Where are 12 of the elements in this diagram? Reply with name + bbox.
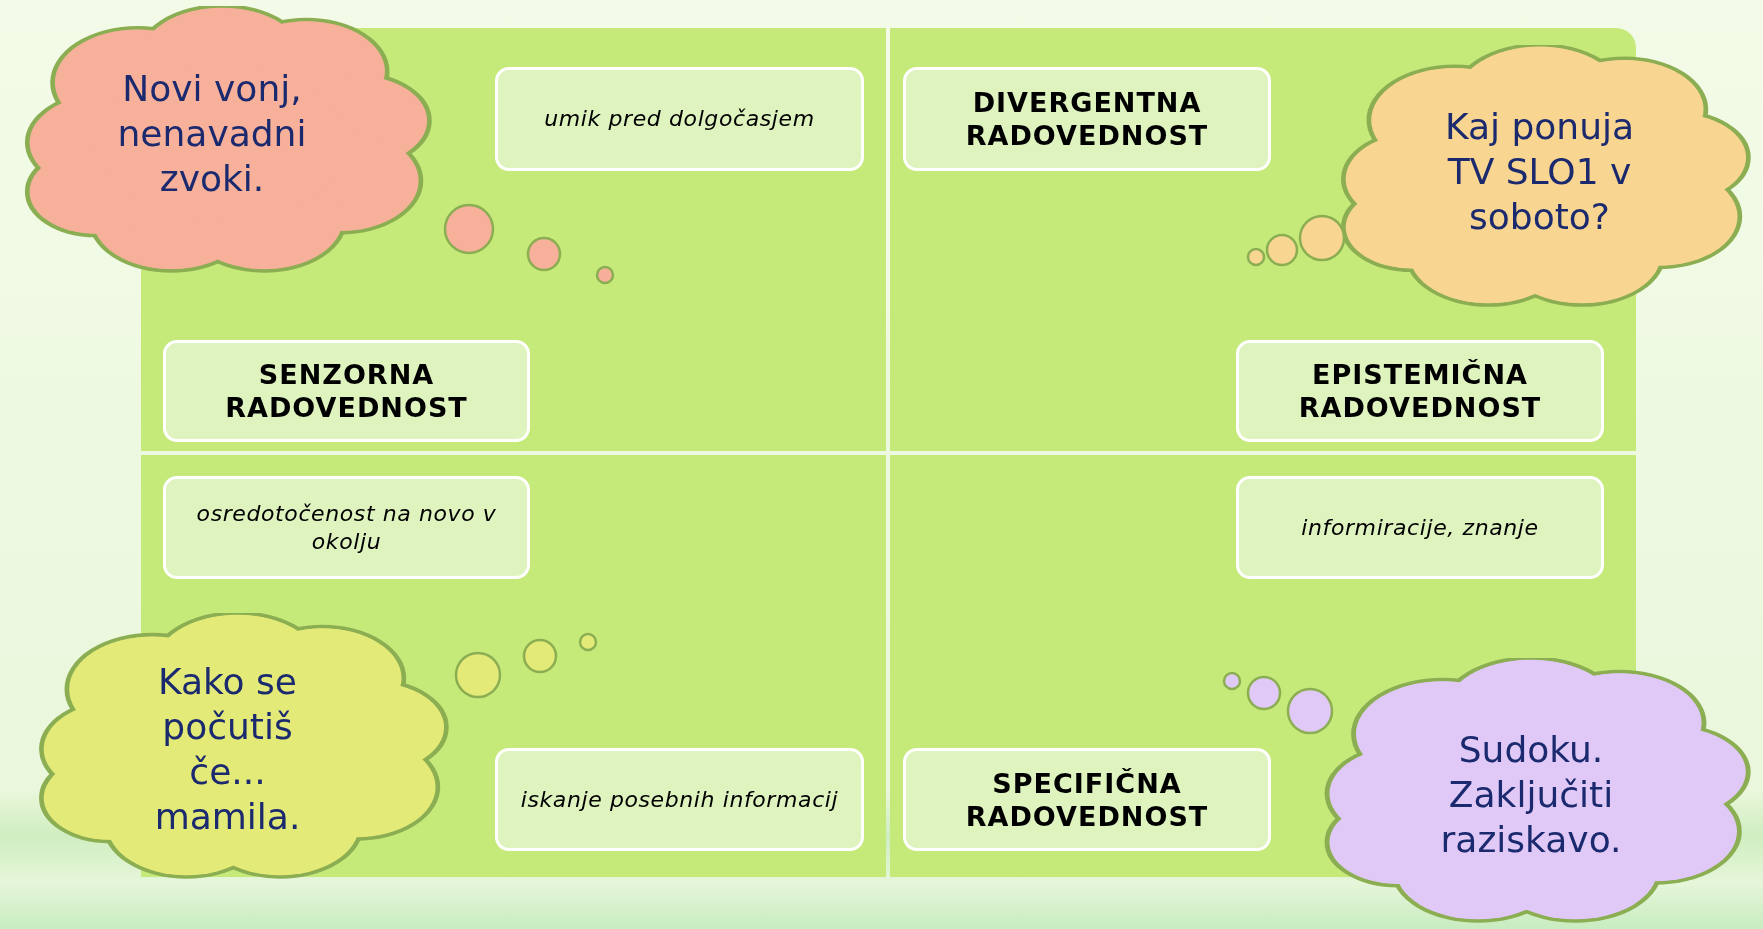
cloud-text: Sudoku. Zaključiti raziskavo.	[1439, 727, 1623, 861]
cloud-text: Novi vonj, nenavadni zvoki.	[116, 66, 308, 200]
description-card: informiracije, znanje	[1236, 476, 1604, 579]
category-card: DIVERGENTNA RADOVEDNOST	[903, 67, 1271, 171]
description-card: iskanje posebnih informacij	[495, 748, 864, 851]
category-card: SENZORNA RADOVEDNOST	[163, 340, 530, 442]
cloud-text: Kako se počutiš če... mamila.	[153, 660, 302, 839]
description-card: osredotočenost na novo v okolju	[163, 476, 530, 579]
description-card: umik pred dolgočasjem	[495, 67, 864, 171]
category-card: SPECIFIČNA RADOVEDNOST	[903, 748, 1271, 851]
cloud-text: Kaj ponuja TV SLO1 v soboto?	[1443, 104, 1636, 239]
category-card: EPISTEMIČNA RADOVEDNOST	[1236, 340, 1604, 442]
